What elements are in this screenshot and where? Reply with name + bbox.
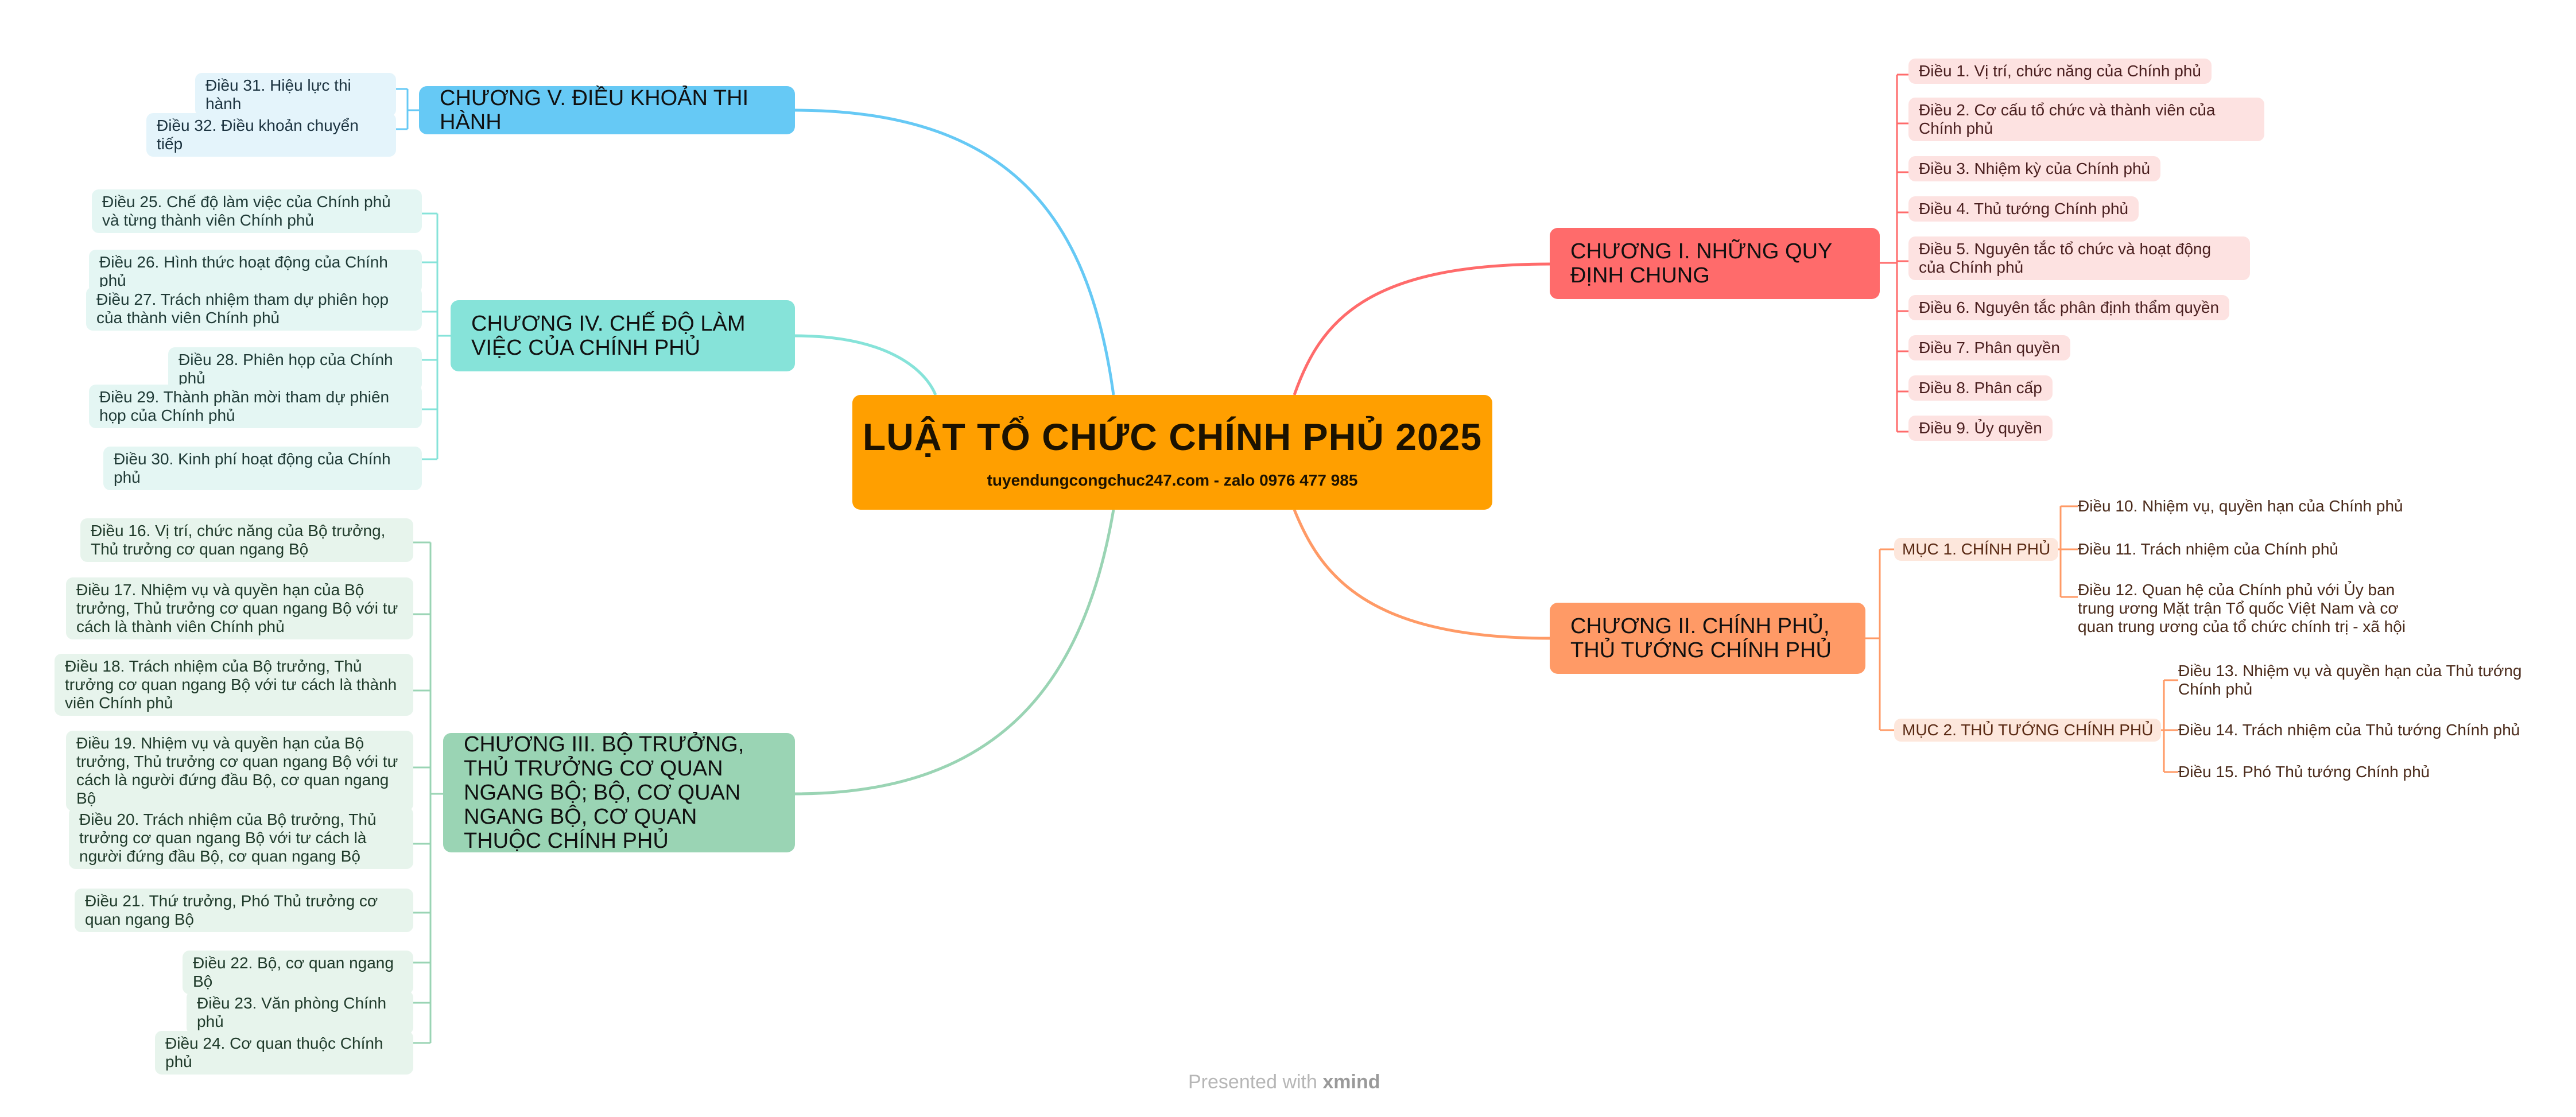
ch1-item-8[interactable]: Điều 8. Phân cấp (1908, 375, 2053, 401)
footer-prefix: Presented with (1188, 1071, 1317, 1093)
chapter-2-topic[interactable]: CHƯƠNG II. CHÍNH PHỦ, THỦ TƯỚNG CHÍNH PH… (1550, 603, 1865, 674)
chapter-4-label: CHƯƠNG IV. CHẾ ĐỘ LÀM VIỆC CỦA CHÍNH PHỦ (471, 312, 746, 360)
ch5-bracket (396, 88, 419, 130)
xmind-brand: xmind (1322, 1071, 1380, 1093)
ch1-item-6-text: Điều 6. Nguyên tắc phân định thẩm quyền (1919, 298, 2220, 316)
chapter-4-topic[interactable]: CHƯƠNG IV. CHẾ ĐỘ LÀM VIỆC CỦA CHÍNH PHỦ (451, 300, 795, 371)
central-topic[interactable]: LUẬT TỔ CHỨC CHÍNH PHỦ 2025 tuyendungcon… (852, 395, 1492, 510)
central-subtitle: tuyendungcongchuc247.com - zalo 0976 477… (987, 471, 1358, 489)
ch1-item-4[interactable]: Điều 4. Thủ tướng Chính phủ (1908, 196, 2139, 222)
ch1-item-4-text: Điều 4. Thủ tướng Chính phủ (1919, 200, 2129, 218)
ch4-item-27[interactable]: Điều 27. Trách nhiệm tham dự phiên họp c… (86, 287, 422, 331)
ch2-muc1-item-2[interactable]: Điều 11. Trách nhiệm của Chính phủ (2078, 540, 2338, 558)
ch1-item-2[interactable]: Điều 2. Cơ cấu tổ chức và thành viên của… (1908, 98, 2264, 141)
chapter-3-label: CHƯƠNG III. BỘ TRƯỞNG, THỦ TRƯỞNG CƠ QUA… (464, 732, 744, 853)
ch4-item-30-text: Điều 30. Kinh phí hoạt động của Chính ph… (114, 450, 391, 486)
ch4-item-28-text: Điều 28. Phiên họp của Chính phủ (179, 351, 393, 387)
ch3-item-21-text: Điều 21. Thứ trưởng, Phó Thủ trưởng cơ q… (85, 892, 378, 928)
ch1-bracket (1880, 73, 1908, 433)
ch1-item-5[interactable]: Điều 5. Nguyên tắc tổ chức và hoạt động … (1908, 236, 2250, 280)
ch3-item-24-text: Điều 24. Cơ quan thuộc Chính phủ (165, 1034, 383, 1071)
ch1-item-7[interactable]: Điều 7. Phân quyền (1908, 335, 2070, 360)
chapter-5-label: CHƯƠNG V. ĐIỀU KHOẢN THI HÀNH (440, 86, 749, 134)
ch4-item-28[interactable]: Điều 28. Phiên họp của Chính phủ (168, 347, 422, 391)
ch1-item-3[interactable]: Điều 3. Nhiệm kỳ của Chính phủ (1908, 156, 2161, 181)
ch3-item-19-text: Điều 19. Nhiệm vụ và quyền hạn của Bộ tr… (76, 734, 398, 807)
chapter-3-topic[interactable]: CHƯƠNG III. BỘ TRƯỞNG, THỦ TRƯỞNG CƠ QUA… (443, 732, 795, 853)
link-central-ch2 (1293, 509, 1550, 640)
ch4-item-25-text: Điều 25. Chế độ làm việc của Chính phủ v… (102, 193, 391, 229)
ch3-item-24[interactable]: Điều 24. Cơ quan thuộc Chính phủ (155, 1031, 413, 1075)
ch3-item-22[interactable]: Điều 22. Bộ, cơ quan ngang Bộ (183, 951, 413, 994)
ch3-item-16[interactable]: Điều 16. Vị trí, chức năng của Bộ trưởng… (80, 518, 413, 562)
ch2-muc1-item-1[interactable]: Điều 10. Nhiệm vụ, quyền hạn của Chính p… (2078, 497, 2403, 515)
ch4-item-30[interactable]: Điều 30. Kinh phí hoạt động của Chính ph… (103, 447, 422, 490)
ch1-item-1-text: Điều 1. Vị trí, chức năng của Chính phủ (1919, 62, 2201, 80)
ch1-item-7-text: Điều 7. Phân quyền (1919, 339, 2060, 356)
ch2-muc1-item-3[interactable]: Điều 12. Quan hệ của Chính phủ với Ủy ba… (2078, 581, 2406, 635)
ch5-item-31[interactable]: Điều 31. Hiệu lực thi hành (195, 73, 396, 117)
ch1-item-9[interactable]: Điều 9. Ủy quyền (1908, 416, 2053, 441)
ch3-item-22-text: Điều 22. Bộ, cơ quan ngang Bộ (193, 954, 394, 990)
link-central-ch4 (794, 334, 937, 395)
ch5-item-32[interactable]: Điều 32. Điều khoản chuyển tiếp (146, 113, 396, 157)
presented-with-footer: Presented with xmind (1188, 1071, 1380, 1093)
ch1-item-1[interactable]: Điều 1. Vị trí, chức năng của Chính phủ (1908, 59, 2212, 84)
ch4-item-26[interactable]: Điều 26. Hình thức hoạt động của Chính p… (89, 250, 422, 293)
central-title: LUẬT TỔ CHỨC CHÍNH PHỦ 2025 (862, 416, 1483, 458)
chapter-1-topic[interactable]: CHƯƠNG I. NHỮNG QUY ĐỊNH CHUNG (1550, 228, 1880, 299)
ch4-item-25[interactable]: Điều 25. Chế độ làm việc của Chính phủ v… (92, 189, 422, 233)
link-central-ch3 (794, 509, 1115, 796)
ch2-muc-2-label: MỤC 2. THỦ TƯỚNG CHÍNH PHỦ (1902, 721, 2154, 739)
ch3-item-17-text: Điều 17. Nhiệm vụ và quyền hạn của Bộ tr… (76, 581, 398, 635)
ch2-bracket (1865, 505, 2178, 773)
ch1-item-5-text: Điều 5. Nguyên tắc tổ chức và hoạt động … (1919, 240, 2212, 276)
ch3-item-21[interactable]: Điều 21. Thứ trưởng, Phó Thủ trưởng cơ q… (75, 889, 413, 932)
ch3-item-18-text: Điều 18. Trách nhiệm của Bộ trưởng, Thủ … (65, 657, 397, 712)
link-central-ch1 (1293, 262, 1550, 395)
ch2-muc2-item-2[interactable]: Điều 14. Trách nhiệm của Thủ tướng Chính… (2178, 721, 2520, 739)
link-central-ch5 (794, 108, 1115, 395)
chapter-5-topic[interactable]: CHƯƠNG V. ĐIỀU KHOẢN THI HÀNH (419, 86, 795, 134)
ch2-muc-2[interactable]: MỤC 2. THỦ TƯỚNG CHÍNH PHỦ (1894, 719, 2162, 742)
ch4-item-29-text: Điều 29. Thành phần mời tham dự phiên họ… (99, 388, 390, 424)
ch3-item-16-text: Điều 16. Vị trí, chức năng của Bộ trưởng… (91, 522, 386, 558)
ch1-item-3-text: Điều 3. Nhiệm kỳ của Chính phủ (1919, 160, 2151, 177)
ch3-item-20[interactable]: Điều 20. Trách nhiệm của Bộ trưởng, Thủ … (69, 807, 413, 869)
ch2-muc2-item-3[interactable]: Điều 15. Phó Thủ tướng Chính phủ (2178, 763, 2430, 781)
ch5-item-32-text: Điều 32. Điều khoản chuyển tiếp (157, 117, 359, 153)
ch3-item-20-text: Điều 20. Trách nhiệm của Bộ trưởng, Thủ … (79, 810, 377, 865)
ch2-muc-1-label: MỤC 1. CHÍNH PHỦ (1902, 540, 2051, 558)
ch1-item-6[interactable]: Điều 6. Nguyên tắc phân định thẩm quyền (1908, 295, 2230, 320)
ch4-item-26-text: Điều 26. Hình thức hoạt động của Chính p… (99, 253, 388, 289)
ch1-item-8-text: Điều 8. Phân cấp (1919, 379, 2042, 397)
ch3-item-18[interactable]: Điều 18. Trách nhiệm của Bộ trưởng, Thủ … (55, 654, 413, 716)
chapter-2-label: CHƯƠNG II. CHÍNH PHỦ, THỦ TƯỚNG CHÍNH PH… (1570, 614, 1832, 662)
ch4-item-27-text: Điều 27. Trách nhiệm tham dự phiên họp c… (96, 290, 389, 327)
ch3-bracket (413, 541, 443, 1044)
ch3-item-23[interactable]: Điều 23. Văn phòng Chính phủ (187, 991, 413, 1034)
ch4-item-29[interactable]: Điều 29. Thành phần mời tham dự phiên họ… (89, 385, 422, 428)
ch2-muc-1[interactable]: MỤC 1. CHÍNH PHỦ (1894, 538, 2059, 561)
ch5-item-31-text: Điều 31. Hiệu lực thi hành (205, 76, 351, 113)
ch1-item-9-text: Điều 9. Ủy quyền (1919, 419, 2042, 437)
ch3-item-19[interactable]: Điều 19. Nhiệm vụ và quyền hạn của Bộ tr… (66, 731, 413, 811)
chapter-1-label: CHƯƠNG I. NHỮNG QUY ĐỊNH CHUNG (1570, 239, 1832, 288)
ch2-muc2-item-1[interactable]: Điều 13. Nhiệm vụ và quyền hạn của Thủ t… (2178, 662, 2522, 698)
ch3-item-23-text: Điều 23. Văn phòng Chính phủ (197, 994, 387, 1030)
ch3-item-17[interactable]: Điều 17. Nhiệm vụ và quyền hạn của Bộ tr… (66, 577, 413, 639)
ch4-bracket (422, 212, 451, 460)
ch1-item-2-text: Điều 2. Cơ cấu tổ chức và thành viên của… (1919, 101, 2216, 137)
